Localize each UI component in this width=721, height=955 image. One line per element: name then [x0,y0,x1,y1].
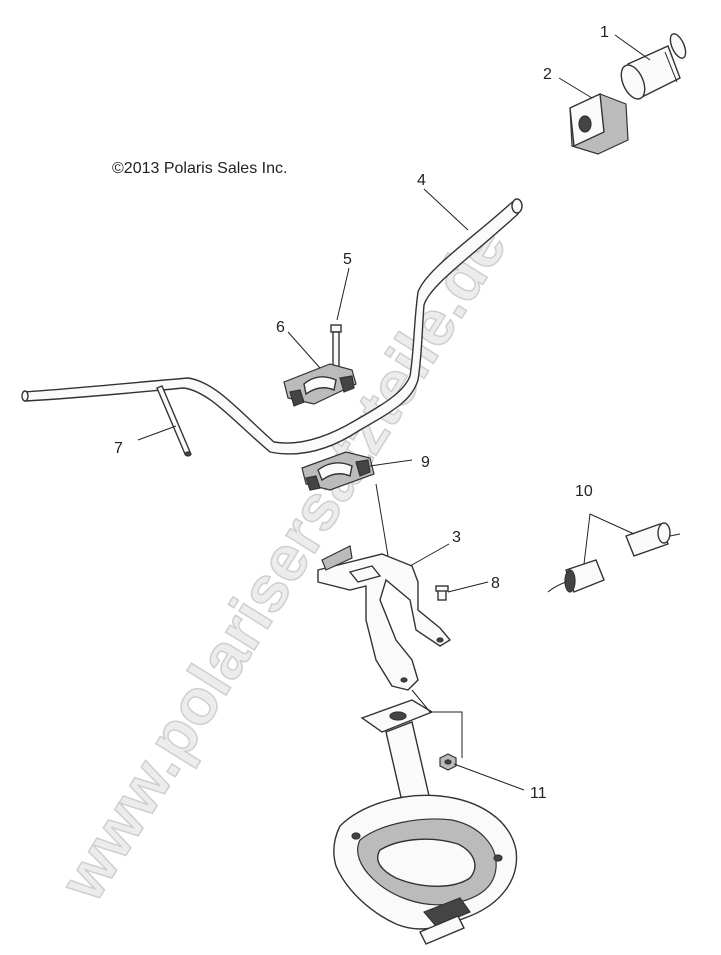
callout-2: 2 [543,66,552,83]
part-upper-clamp [283,363,357,407]
part-lower-clamp [301,451,375,491]
copyright-text: ©2013 Polaris Sales Inc. [112,160,288,177]
leader-lines [137,34,651,791]
callout-11: 11 [530,785,547,802]
callout-8: 8 [491,575,500,592]
callout-10: 10 [575,483,593,500]
part-grip-block [569,92,629,155]
part-steering-column [333,699,518,945]
callout-7: 7 [114,440,123,457]
callout-3: 3 [452,529,461,546]
part-nut [439,753,457,771]
part-long-bolt [156,385,192,457]
part-bolt-5 [330,324,342,369]
part-grip [620,33,687,100]
callout-9: 9 [421,454,430,471]
callout-6: 6 [276,319,285,336]
callout-4: 4 [417,172,426,189]
part-switch [547,522,681,593]
part-bracket [317,545,452,691]
callout-1: 1 [600,24,609,41]
part-handlebar [21,198,523,455]
callout-5: 5 [343,251,352,268]
part-small-bolt [435,585,449,601]
